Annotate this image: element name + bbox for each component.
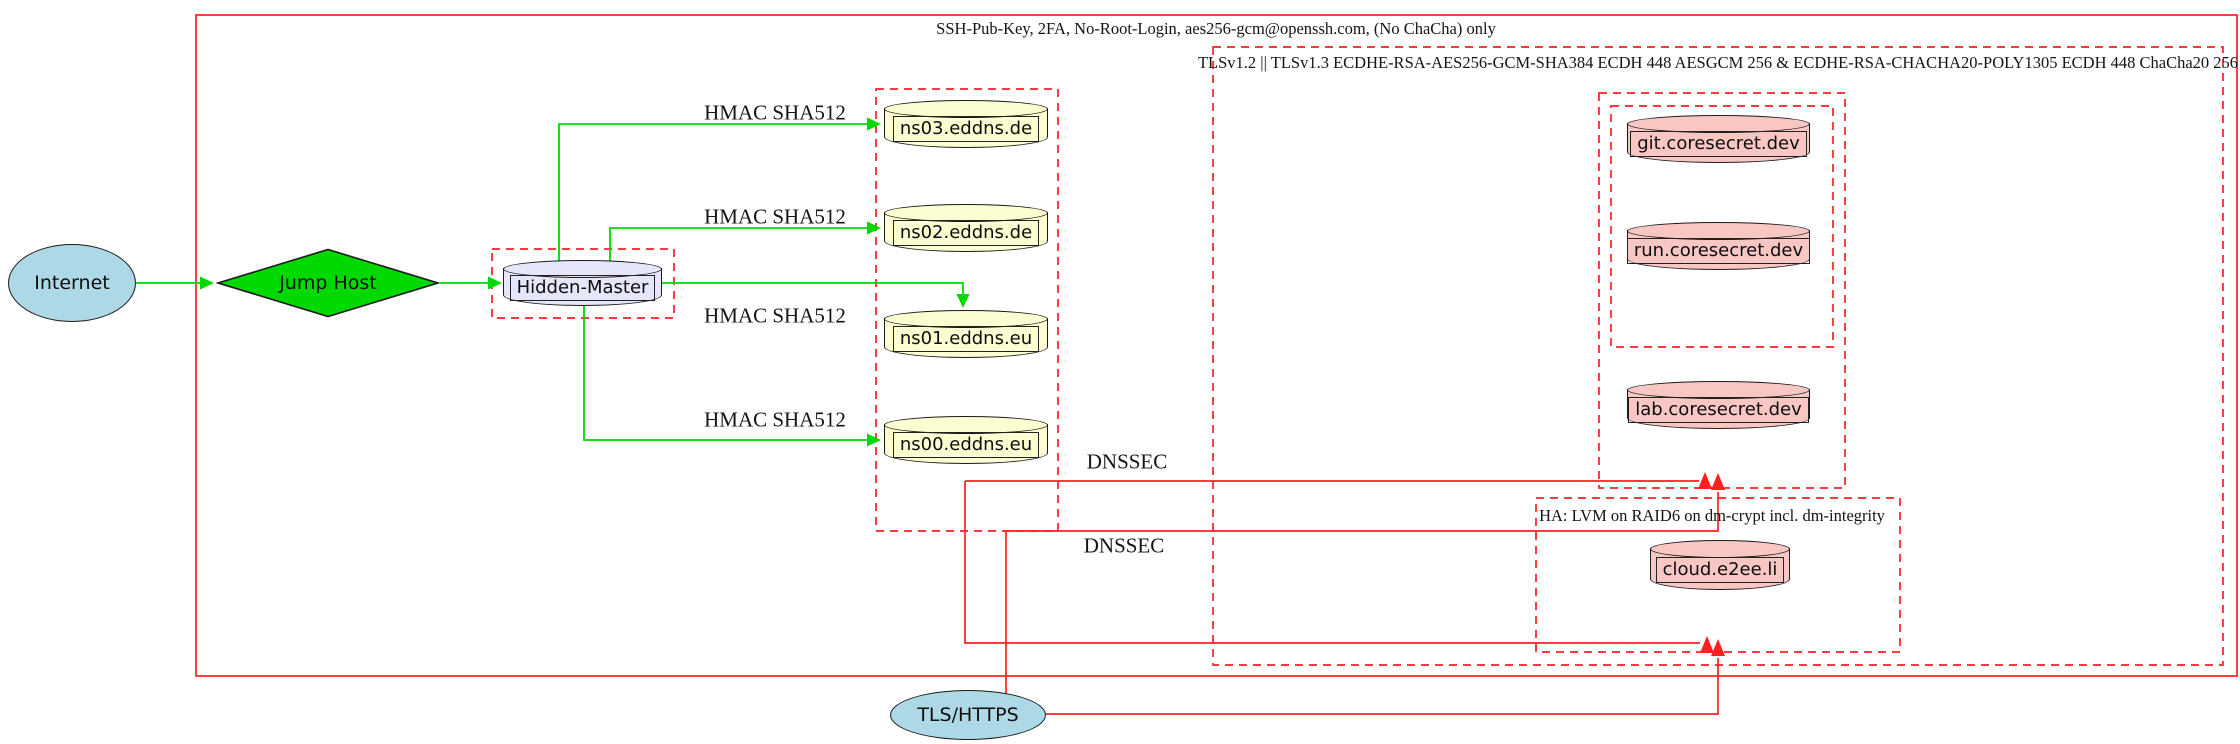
- node-hidden-master: Hidden-Master: [503, 260, 662, 306]
- node-tls-https: TLS/HTTPS: [890, 690, 1046, 740]
- edge-label-hmac-ns00: HMAC SHA512: [704, 407, 846, 432]
- arrowhead-ha-dnssec: [1700, 636, 1714, 653]
- cylinder-label-box: ns01.eddns.eu: [884, 319, 1048, 358]
- edge-hiddenmaster-ns00: [583, 306, 867, 441]
- cluster-ssh-label: SSH-Pub-Key, 2FA, No-Root-Login, aes256-…: [936, 19, 1496, 38]
- node-jump-host: Jump Host: [215, 248, 441, 318]
- cylinder-top: [1627, 115, 1810, 133]
- edge-tlshttps-ha: [1046, 658, 1719, 715]
- cluster-tls-label: TLSv1.2 || TLSv1.3 ECDHE-RSA-AES256-GCM-…: [1197, 53, 2239, 72]
- arrowhead-jumphost: [200, 276, 214, 290]
- node-ns02-label: ns02.eddns.de: [892, 219, 1040, 246]
- node-internet: Internet: [8, 244, 136, 322]
- node-cloud-label: cloud.e2ee.li: [1655, 556, 1785, 583]
- node-lab-coresecret: lab.coresecret.dev: [1627, 381, 1810, 429]
- edge-dnssec-ha: [964, 481, 1700, 644]
- node-jump-host-label: Jump Host: [279, 272, 377, 294]
- jump-host-diamond-shape: [215, 248, 441, 318]
- arrowhead-ns02: [867, 221, 881, 235]
- cluster-ha-label: HA: LVM on RAID6 on dm-crypt incl. dm-in…: [1539, 506, 1885, 525]
- cylinder-top: [1627, 222, 1810, 240]
- node-git-label: git.coresecret.dev: [1630, 130, 1807, 157]
- node-ns03: ns03.eddns.de: [884, 100, 1048, 148]
- cylinder-top: [884, 204, 1048, 222]
- cylinder-label-box: run.coresecret.dev: [1626, 231, 1811, 270]
- arrowhead-ns03: [867, 117, 881, 131]
- node-tls-https-label: TLS/HTTPS: [917, 704, 1019, 726]
- cylinder-top: [1627, 381, 1810, 399]
- edge-label-dnssec-bottom: DNSSEC: [1083, 533, 1165, 558]
- edge-label-hmac-ns02: HMAC SHA512: [704, 204, 846, 229]
- cylinder-label-box: ns00.eddns.eu: [884, 425, 1048, 464]
- arrowhead-hiddenmaster: [488, 276, 502, 290]
- arrowhead-ns01: [956, 294, 970, 308]
- node-ns01-label: ns01.eddns.eu: [892, 325, 1040, 352]
- cylinder-top: [1650, 540, 1790, 558]
- edge-hiddenmaster-ns02: [609, 227, 867, 266]
- node-ns03-label: ns03.eddns.de: [892, 115, 1040, 142]
- cylinder-label-box: Hidden-Master: [503, 269, 662, 306]
- cylinder-label-box: lab.coresecret.dev: [1627, 390, 1810, 429]
- node-ns02: ns02.eddns.de: [884, 204, 1048, 252]
- arrowhead-ha-tls: [1711, 639, 1725, 656]
- cylinder-label-box: ns03.eddns.de: [884, 109, 1048, 148]
- edge-tlshttps-coresecret: [1005, 492, 1719, 694]
- node-hidden-master-label: Hidden-Master: [509, 274, 656, 301]
- node-run-label: run.coresecret.dev: [1626, 237, 1811, 264]
- cylinder-label-box: cloud.e2ee.li: [1650, 549, 1790, 590]
- cluster-coresecret-inner-border: [1610, 105, 1834, 348]
- edge-label-hmac-ns03: HMAC SHA512: [704, 100, 846, 125]
- cylinder-top: [503, 260, 662, 278]
- node-internet-label: Internet: [34, 272, 110, 294]
- cluster-nameservers-border: [875, 88, 1059, 532]
- cylinder-top: [884, 100, 1048, 118]
- cylinder-top: [884, 416, 1048, 434]
- arrowhead-coresecret-tls: [1711, 473, 1725, 490]
- cylinder-label-box: git.coresecret.dev: [1627, 124, 1810, 163]
- node-lab-label: lab.coresecret.dev: [1628, 396, 1809, 423]
- arrowhead-coresecret-dnssec: [1698, 472, 1712, 489]
- cylinder-top: [884, 310, 1048, 328]
- edge-label-dnssec-top: DNSSEC: [1086, 449, 1168, 474]
- node-cloud-e2ee: cloud.e2ee.li: [1650, 540, 1790, 590]
- cylinder-label-box: ns02.eddns.de: [884, 213, 1048, 252]
- edge-label-hmac-ns01: HMAC SHA512: [704, 303, 846, 328]
- node-ns01: ns01.eddns.eu: [884, 310, 1048, 358]
- node-git-coresecret: git.coresecret.dev: [1627, 115, 1810, 163]
- cluster-ssh-border: [195, 14, 2238, 677]
- arrowhead-ns00: [867, 433, 881, 447]
- node-ns00-label: ns00.eddns.eu: [892, 431, 1040, 458]
- edge-hiddenmaster-ns03: [558, 123, 867, 266]
- edge-hiddenmaster-ns01: [662, 282, 964, 294]
- node-run-coresecret: run.coresecret.dev: [1626, 222, 1811, 270]
- node-ns00: ns00.eddns.eu: [884, 416, 1048, 464]
